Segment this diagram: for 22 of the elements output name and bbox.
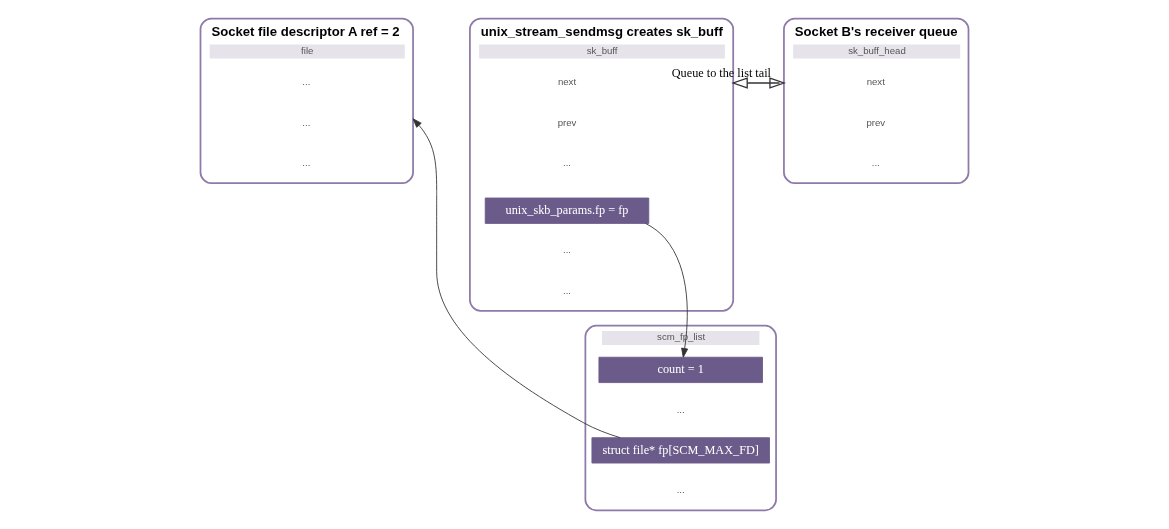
node-text: prev [866,116,886,128]
arrow [412,118,621,439]
node-text: prev [557,116,577,128]
arrow [645,223,689,358]
node-box: struct file* fp[SCM_MAX_FD] [591,437,770,464]
node-text: ... [563,284,572,296]
node-text: next [557,76,577,88]
node-label: unix_stream_sendmsg creates sk_buff [480,23,723,39]
node-text: ... [563,156,572,168]
node-box: count = 1 [598,356,763,384]
arrow [731,77,786,89]
node-text: ... [302,156,311,168]
node-text: ... [563,244,572,256]
node-box: unix_skb_params.fp = fp [484,197,650,224]
node-text: ... [871,156,880,168]
node-text: ... [676,484,685,496]
node-text: ... [302,76,311,88]
node-label: Socket B's receiver queue [794,23,958,39]
node-label: Socket file descriptor A ref = 2 [211,23,400,39]
node-text: ... [676,403,685,415]
node-text: ... [302,116,311,128]
node-text: next [866,76,885,88]
